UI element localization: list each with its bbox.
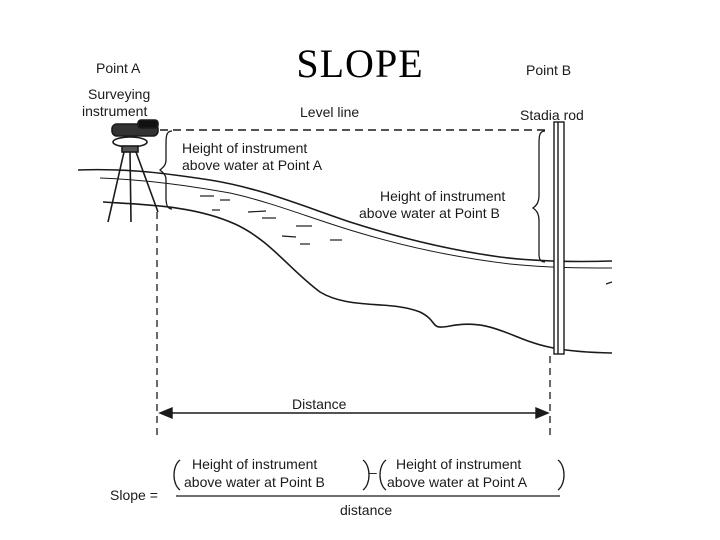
formula-minus: – — [369, 464, 377, 480]
formula-denominator: distance — [340, 502, 393, 518]
label-surveying-instrument-1: Surveying — [88, 86, 151, 102]
water-ripples — [200, 195, 342, 245]
river-bank-upper — [77, 168, 613, 263]
stadia-rod-icon — [553, 121, 565, 355]
formula-term1-line1: Height of instrument — [192, 456, 318, 472]
far-bank-mark — [605, 281, 613, 285]
label-height-a-2: above water at Point A — [182, 157, 323, 173]
height-b-bracket — [531, 130, 546, 263]
page-title: SLOPE — [296, 41, 424, 86]
formula-term2-line1: Height of instrument — [396, 456, 522, 472]
label-height-b-1: Height of instrument — [380, 188, 506, 204]
formula-term2-line2: above water at Point A — [387, 474, 528, 490]
formula-prefix: Slope = — [110, 487, 158, 503]
river-bank-lower — [102, 201, 613, 354]
formula-term1-line2: above water at Point B — [184, 474, 325, 490]
surveying-instrument-icon — [107, 119, 159, 223]
label-surveying-instrument-2: instrument — [82, 103, 148, 119]
river-bank-upper-inner — [99, 177, 613, 269]
label-point-b: Point B — [526, 62, 572, 78]
height-a-bracket — [159, 130, 173, 210]
formula-graphics — [173, 459, 565, 497]
label-stadia-rod: Stadia rod — [520, 107, 584, 123]
label-point-a: Point A — [96, 60, 141, 76]
label-height-a-1: Height of instrument — [182, 140, 308, 156]
label-distance: Distance — [292, 396, 347, 412]
distance-arrow — [158, 406, 550, 420]
label-level-line: Level line — [300, 104, 360, 120]
label-height-b-2: above water at Point B — [359, 205, 500, 221]
